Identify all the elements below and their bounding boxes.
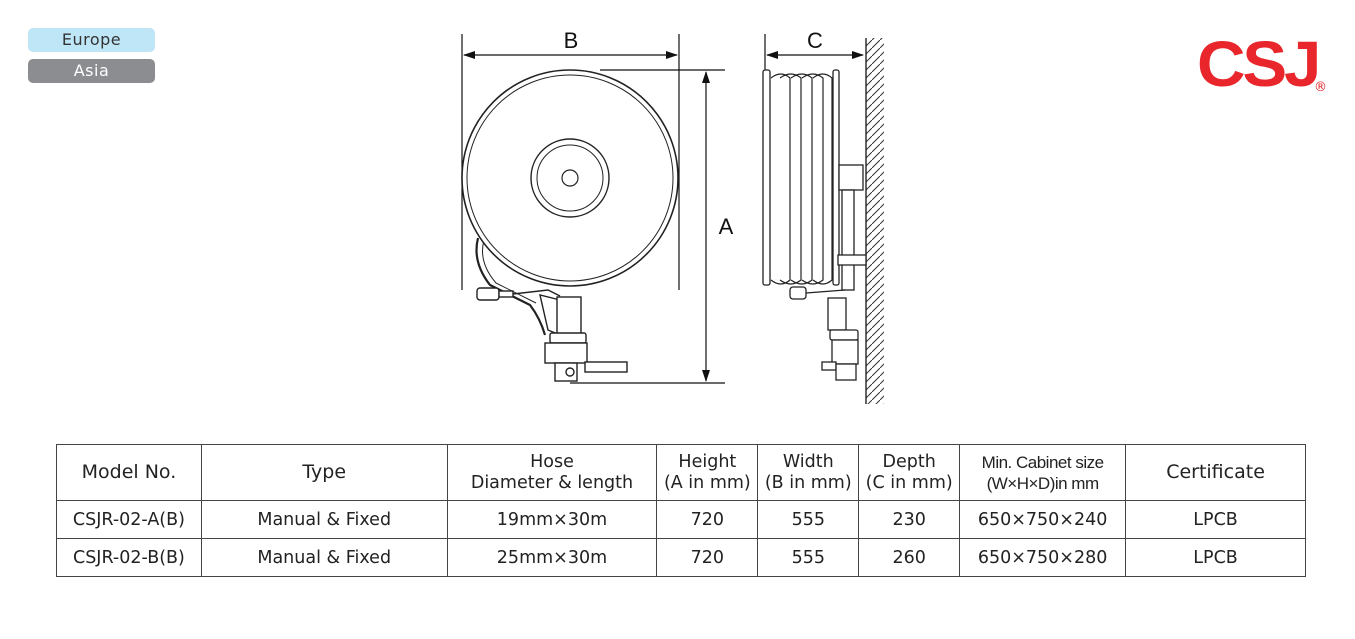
region-europe-button[interactable]: Europe (28, 28, 155, 52)
wall (865, 38, 884, 404)
header-width: Width(B in mm) (757, 444, 860, 501)
cell-depth: 230 (858, 500, 961, 539)
label-b: B (564, 28, 579, 53)
cell-model: CSJR-02-B(B) (56, 538, 202, 577)
cell-width: 555 (757, 538, 860, 577)
header-type: Type (200, 444, 448, 501)
cell-height: 720 (656, 500, 759, 539)
cell-width: 555 (757, 500, 860, 539)
header-depth: Depth(C in mm) (858, 444, 961, 501)
logo-text: CSJ (1197, 28, 1321, 100)
table-row: CSJR-02-A(B) Manual & Fixed 19mm×30m 720… (56, 500, 1306, 539)
label-c: C (807, 28, 823, 53)
cell-certificate: LPCB (1125, 500, 1306, 539)
cell-depth: 260 (858, 538, 961, 577)
header-height: Height(A in mm) (656, 444, 759, 501)
table-row: CSJR-02-B(B) Manual & Fixed 25mm×30m 720… (56, 538, 1306, 577)
cell-hose: 19mm×30m (446, 500, 658, 539)
dimension-a (570, 69, 725, 384)
header-cabinet: Min. Cabinet size(W×H×D)in mm (959, 444, 1127, 501)
cell-model: CSJR-02-A(B) (56, 500, 202, 539)
cell-cabinet: 650×750×280 (959, 538, 1127, 577)
label-a: A (719, 214, 734, 239)
registered-mark: ® (1314, 80, 1327, 95)
csj-logo: CSJ ® (1197, 24, 1337, 104)
hose-reel-drawing: B A C (461, 28, 884, 404)
cell-type: Manual & Fixed (200, 500, 448, 539)
region-asia-button[interactable]: Asia (28, 59, 155, 83)
header-certificate: Certificate (1125, 444, 1306, 501)
dimension-b (461, 34, 680, 290)
cell-cabinet: 650×750×240 (959, 500, 1127, 539)
reel-side-view (762, 69, 867, 381)
cell-hose: 25mm×30m (446, 538, 658, 577)
reel-front-view (461, 69, 679, 382)
cell-height: 720 (656, 538, 759, 577)
cell-certificate: LPCB (1125, 538, 1306, 577)
header-model: Model No. (56, 444, 202, 501)
cell-type: Manual & Fixed (200, 538, 448, 577)
